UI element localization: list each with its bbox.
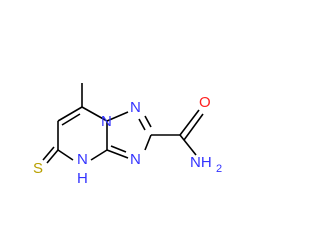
atom-n3: N (130, 151, 141, 168)
bond-n1-c2-inner (138, 118, 146, 131)
atom-n1: N (130, 99, 141, 116)
bonds (42, 83, 204, 164)
bond-c5-s (46, 149, 59, 164)
atom-nh2-subscript: 2 (216, 163, 222, 175)
bond-c5-n4 (57, 149, 74, 161)
bond-c5-s-inner (42, 146, 55, 161)
bond-n4-c3a (90, 149, 108, 161)
atom-o: O (199, 94, 211, 111)
bond-carbonyl-n (179, 134, 197, 156)
atom-n8a: N (101, 113, 112, 130)
atom-labels: N N N N H O NH 2 S (33, 94, 222, 187)
atom-nh2: NH (190, 154, 212, 171)
bond-n8a-n1 (106, 111, 129, 122)
molecule-diagram: N N N N H O NH 2 S (33, 83, 223, 187)
bond-n3-c3a (106, 149, 129, 159)
bond-n8a-c7 (81, 106, 108, 122)
atom-s: S (33, 160, 43, 177)
bond-n3-c3a-inner (110, 145, 127, 153)
atom-n4-hydrogen: H (77, 170, 88, 187)
bond-carbonyl-o (179, 109, 200, 136)
structure-canvas: N N N N H O NH 2 S (33, 83, 222, 187)
bond-c7-c6-inner (61, 113, 81, 126)
bond-n1-c2 (144, 115, 152, 128)
atom-n4: N (77, 151, 88, 168)
bond-c7-c6 (57, 106, 83, 122)
bond-c2-n3 (144, 134, 152, 151)
bond-carbonyl-o-inner (183, 113, 204, 141)
